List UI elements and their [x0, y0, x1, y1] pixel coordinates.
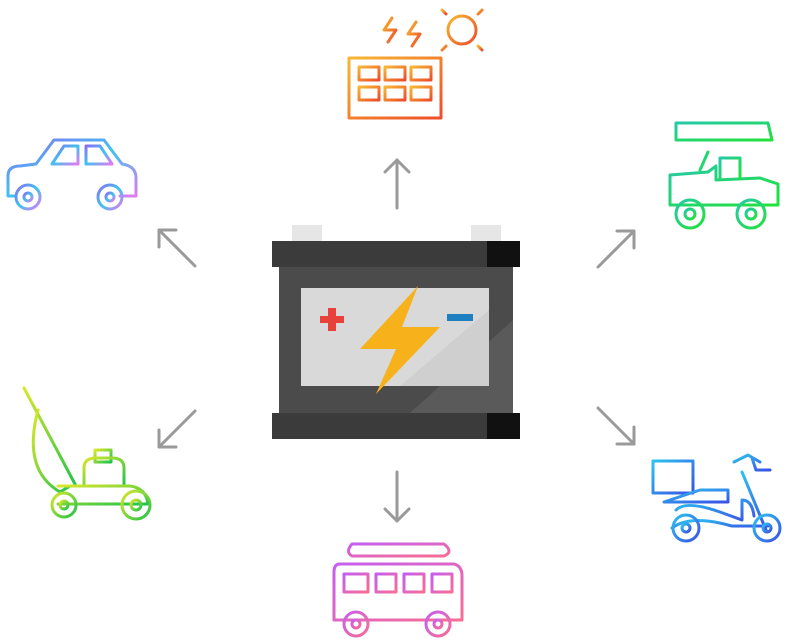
solar-panel-icon [347, 1, 491, 142]
arrow-up-right-icon [596, 229, 636, 269]
arrow-down-icon [383, 470, 411, 523]
lawn-mower-icon [16, 386, 152, 521]
delivery-scooter-icon [651, 453, 782, 543]
arrows [157, 158, 636, 523]
car-icon [2, 138, 138, 211]
arrow-down-right-icon [596, 406, 636, 446]
arrow-down-left-icon [157, 409, 197, 449]
plus-terminal-icon [320, 308, 344, 331]
golf-cart-icon [668, 121, 780, 230]
arrow-up-left-icon [157, 228, 197, 268]
lightning-bolt-icon [360, 286, 440, 394]
arrow-up-icon [383, 158, 411, 210]
minus-terminal-icon [447, 314, 473, 321]
car-battery-icon [272, 225, 520, 439]
camper-van-icon [332, 542, 464, 638]
